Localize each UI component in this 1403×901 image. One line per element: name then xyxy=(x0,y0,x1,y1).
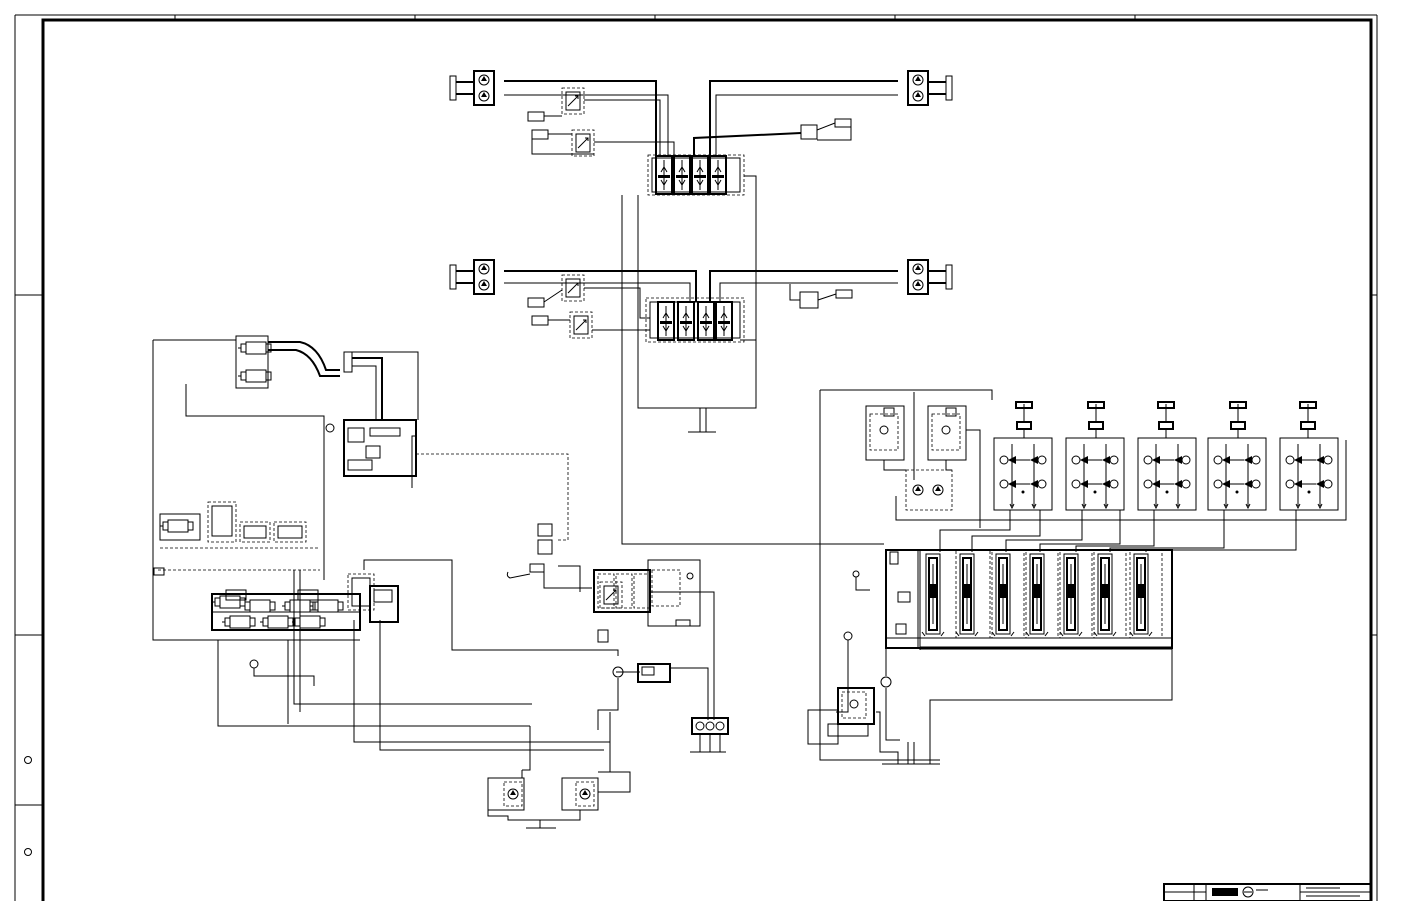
hydraulic-motor-icon xyxy=(449,259,495,295)
hydraulic-motor-icon xyxy=(907,259,953,295)
left-control-circuit xyxy=(152,335,611,751)
right-cylinder-bank xyxy=(621,195,1347,765)
drawing-frame xyxy=(14,14,1378,901)
hydraulic-motor-icon xyxy=(449,70,495,106)
middle-manifold-circuit xyxy=(449,259,953,408)
hole-marker-icon xyxy=(24,756,32,764)
hydraulic-motor-icon xyxy=(907,70,953,106)
center-valve-group xyxy=(506,523,729,753)
lower-pump-pair xyxy=(487,726,631,829)
upper-manifold-circuit xyxy=(449,70,953,433)
title-block xyxy=(1163,883,1372,901)
company-logo xyxy=(1212,886,1268,898)
hole-marker-icon xyxy=(24,848,32,856)
